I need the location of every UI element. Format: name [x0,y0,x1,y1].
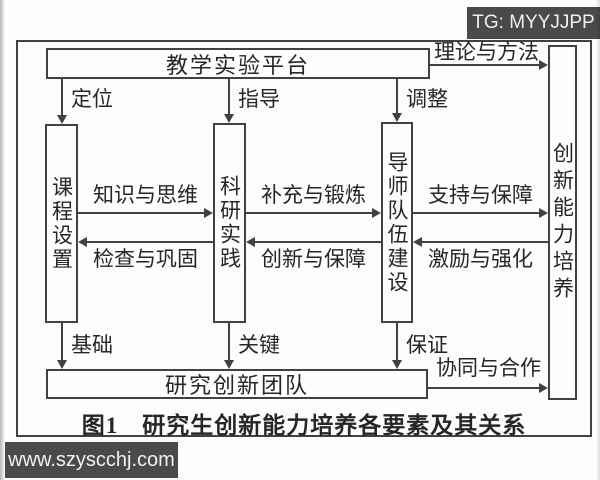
label-guidance: 指导 [238,87,280,111]
website-watermark-badge: www.szyscchj.com [5,442,178,478]
label-foundation: 基础 [71,333,113,357]
label-check-and-consolidate: 检查与巩固 [93,247,198,271]
label-adjustment: 调整 [406,87,448,111]
label-theory-and-method: 理论与方法 [434,40,539,64]
label-knowledge-and-thinking: 知识与思维 [93,183,198,207]
label-synergy-and-cooperation: 协同与合作 [436,356,541,380]
arrow-research-to-curriculum [78,237,213,247]
box-innovation-ability-cultivation: 创新能力培养 [548,45,577,400]
arrow-mentor-to-team [392,323,402,369]
figure-caption: 图1 研究生创新能力培养各要素及其关系 [81,413,527,438]
label-support-and-guarantee: 支持与保障 [428,183,533,207]
label-guarantee: 保证 [406,333,448,357]
telegram-watermark-badge: TG: MYYJJPP [467,7,600,39]
arrow-mentor-to-innovation [413,208,548,218]
arrow-innovation-to-mentor [413,237,548,247]
label-positioning: 定位 [71,87,113,111]
arrow-platform-to-innovation [430,60,548,70]
label-supplement-and-exercise: 补充与锻炼 [261,183,366,207]
arrow-mentor-to-research [246,237,381,247]
figure-border [16,40,592,437]
arrow-research-to-team [224,323,234,369]
arrow-team-to-innovation [428,383,548,393]
box-research-practice: 科研实践 [213,123,246,323]
arrow-curriculum-to-research [78,208,213,218]
label-innovation-and-guarantee: 创新与保障 [261,247,366,271]
arrow-research-to-mentor [246,208,381,218]
box-curriculum-setup: 课程设置 [45,124,78,323]
arrow-platform-to-mentor [392,79,402,122]
label-key: 关键 [238,333,280,357]
arrow-curriculum-to-team [57,323,67,369]
arrow-platform-to-research [224,79,234,123]
label-motivation-and-strengthening: 激励与强化 [428,247,533,271]
arrow-platform-to-curriculum [57,79,67,124]
box-teaching-experiment-platform: 教学实验平台 [46,48,430,79]
box-research-innovation-team: 研究创新团队 [46,369,428,399]
box-mentor-team-building: 导师队伍建设 [381,122,413,323]
